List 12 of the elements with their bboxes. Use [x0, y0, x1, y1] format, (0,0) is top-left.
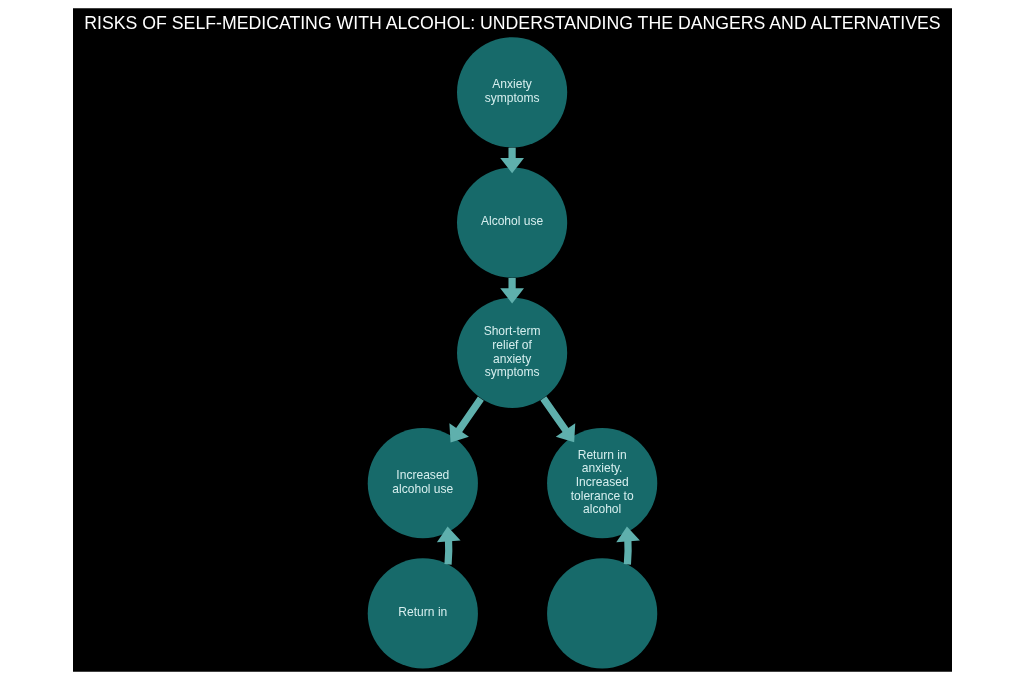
node-circle: Return in: [367, 558, 478, 669]
node-circle: Short-term relief of anxiety symptoms: [456, 297, 567, 408]
node-circle: Anxiety symptoms: [456, 37, 567, 148]
node-circle: Return in anxiety. Increased tolerance to alcohol: [546, 428, 657, 539]
arrow: [615, 526, 640, 565]
diagram-title: RISKS OF SELF-MEDICATING WITH ALCOHOL: UNDERSTANDING THE DANGERS AND ALTERNATIVES: [83, 12, 941, 33]
arrow: [539, 396, 575, 443]
arrow: [436, 526, 461, 565]
node-circle: [546, 558, 657, 669]
node-circle: Alcohol use: [456, 167, 567, 278]
arrow: [448, 396, 484, 443]
node-circle: Increased alcohol use: [367, 428, 478, 539]
